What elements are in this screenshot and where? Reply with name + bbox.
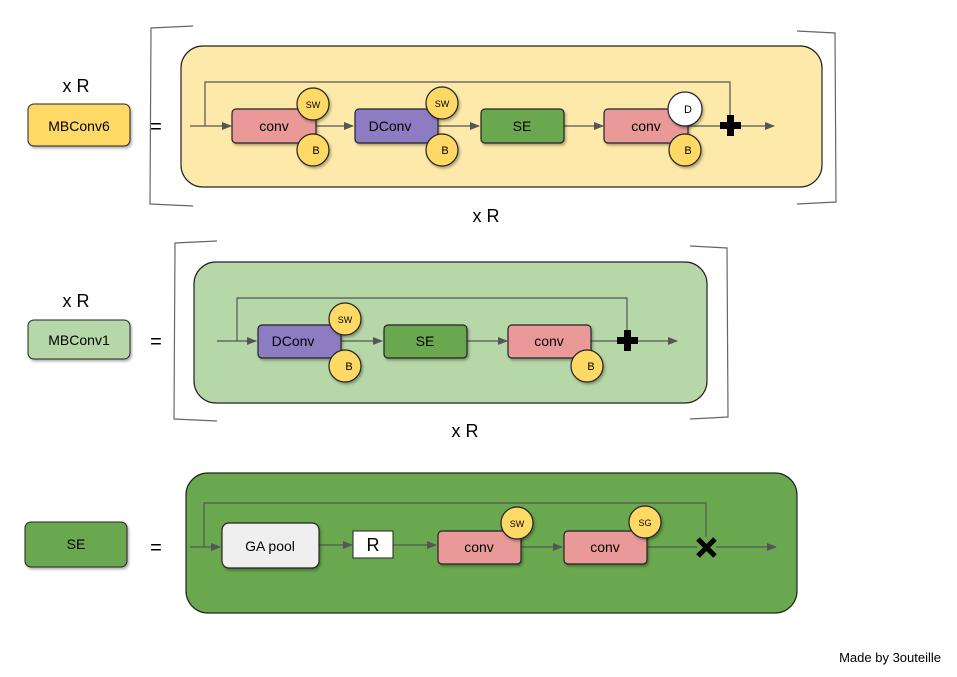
mbconv6-label: MBConv6 [48, 118, 110, 134]
se-conv2-sg-text: SG [638, 518, 651, 528]
se-row: SE = GA pool R conv conv SW SG [24, 472, 798, 614]
se-conv2-label: conv [590, 539, 620, 555]
mbconv1-right-bracket [689, 245, 729, 420]
mbconv1-dconv-sw-badge [328, 302, 362, 336]
mbconv1-skip-connection [236, 297, 628, 341]
se-pool-block [221, 522, 320, 569]
mbconv1-conv-b-text: B [587, 361, 594, 373]
credit-text: Made by 3outeille [839, 650, 941, 665]
mbconv1-equals: = [150, 331, 162, 353]
mbconv1-se-label: SE [416, 333, 435, 349]
mbconv1-dconv-b-badge [328, 349, 362, 383]
se-label-box [24, 521, 128, 568]
mbconv6-conv2-d-badge [667, 91, 703, 127]
mbconv6-conv1-sw-badge [296, 87, 330, 121]
mbconv1-conv-label: conv [534, 333, 564, 349]
mbconv6-repeat-top: x R [63, 76, 90, 96]
mbconv6-conv2-d-text: D [684, 104, 692, 116]
mbconv1-dconv-block [257, 324, 342, 359]
mbconv1-se-block [383, 324, 468, 359]
mbconv6-row: x R MBConv6 = conv DConv SE conv SW B [27, 25, 837, 226]
mbconv6-se-label: SE [513, 118, 532, 134]
mbconv6-conv2-b-text: B [684, 145, 691, 157]
mbconv6-dconv-block [354, 108, 439, 144]
se-conv1-block [437, 530, 522, 565]
mbconv6-skip-connection [204, 81, 731, 126]
mbconv6-left-bracket [149, 25, 194, 207]
mbconv6-dconv-b-badge [425, 133, 459, 167]
mbconv1-label-box [27, 319, 131, 360]
se-conv1-sw-text: SW [510, 519, 525, 529]
mbconv1-left-bracket [173, 240, 218, 422]
mbconv6-dconv-sw-badge [425, 86, 459, 120]
mbconv1-dconv-b-text: B [345, 361, 352, 373]
se-label: SE [67, 536, 86, 552]
mbconv6-equals: = [150, 116, 162, 138]
se-equals: = [150, 537, 162, 559]
mbconv6-repeat-bottom: x R [473, 206, 500, 226]
mbconv1-conv-block [507, 324, 592, 359]
se-conv1-label: conv [464, 539, 494, 555]
mbconv6-conv1-label: conv [259, 118, 289, 134]
se-r-block [352, 530, 394, 559]
mbconv6-conv1-b-badge [296, 133, 330, 167]
mbconv1-dconv-sw-text: SW [338, 315, 353, 325]
se-r-label: R [367, 535, 380, 555]
mbconv6-dconv-sw-text: SW [435, 99, 450, 109]
mbconv6-conv2-b-badge [668, 133, 702, 167]
mbconv6-dconv-b-text: B [441, 145, 448, 157]
mbconv6-label-box [27, 103, 131, 147]
mbconv1-label: MBConv1 [48, 332, 110, 348]
mbconv1-dconv-label: DConv [272, 333, 315, 349]
mbconv6-conv1-block [231, 108, 317, 144]
se-conv1-sw-badge [500, 506, 534, 540]
se-conv2-sg-badge [628, 505, 662, 539]
mbconv6-conv1-sw-text: SW [306, 100, 321, 110]
mbconv1-repeat-bottom: x R [452, 421, 479, 441]
se-conv2-block [563, 530, 648, 565]
plus-icon [617, 330, 638, 351]
mbconv1-conv-b-badge [570, 349, 604, 383]
plus-icon [720, 115, 741, 136]
mbconv1-row: x R MBConv1 = DConv SE conv SW B B x R [27, 240, 729, 441]
multiply-icon [696, 537, 717, 558]
se-pool-label: GA pool [245, 538, 295, 554]
mbconv6-conv2-label: conv [631, 118, 661, 134]
mbconv6-se-block [480, 108, 565, 144]
mbconv6-dconv-label: DConv [369, 118, 412, 134]
mbconv6-conv1-b-text: B [312, 145, 319, 157]
mbconv1-repeat-top: x R [63, 291, 90, 311]
se-skip-connection [203, 502, 707, 547]
mbconv6-right-bracket [796, 30, 837, 205]
